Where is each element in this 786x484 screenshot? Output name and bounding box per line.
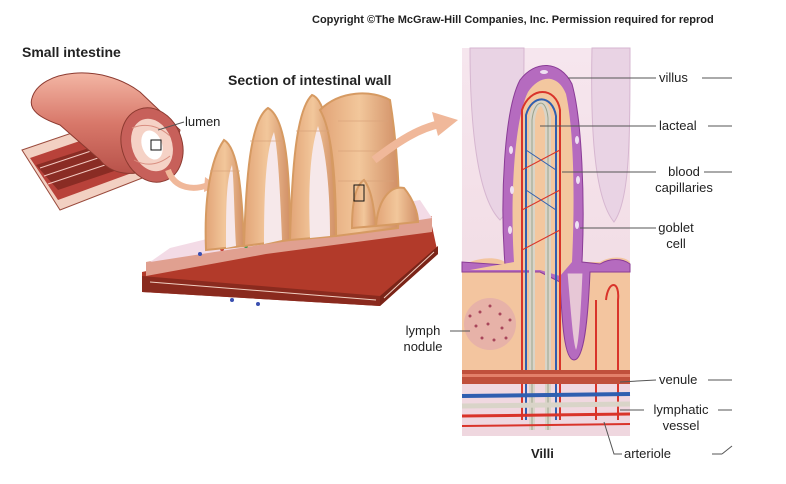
venule-label: venule [659, 372, 698, 387]
lymphatic-vessel-line2: vessel [662, 418, 700, 433]
copyright-notice: Copyright ©The McGraw-Hill Companies, In… [312, 14, 714, 26]
lumen-label: lumen [185, 114, 221, 129]
goblet-cell-label: goblet cell [654, 220, 698, 252]
lacteal-label: lacteal [659, 118, 697, 133]
lymphatic-vessel-label: lymphatic vessel [642, 402, 720, 434]
villi-title: Villi [531, 446, 554, 461]
blood-capillaries-line2: capillaries [655, 180, 713, 195]
small-intestine-title: Small intestine [22, 44, 121, 60]
goblet-cell-line1: goblet [658, 220, 694, 235]
lymphatic-vessel-line1: lymphatic [653, 402, 709, 417]
arteriole-label: arteriole [624, 446, 671, 461]
lymph-nodule-label: lymph nodule [396, 323, 450, 355]
small-intestine-illustration [21, 72, 218, 211]
villi-detail-panel [461, 47, 631, 436]
intestinal-wall-section [142, 92, 458, 306]
blood-capillaries-label: blood capillaries [648, 164, 720, 196]
leader-lines [157, 77, 733, 455]
lymph-nodule-line2: nodule [403, 339, 443, 354]
goblet-cell-line2: cell [666, 236, 686, 251]
villus-label: villus [659, 70, 688, 85]
section-title: Section of intestinal wall [228, 72, 392, 88]
blood-capillaries-line1: blood [668, 164, 700, 179]
lymph-nodule-line1: lymph [405, 323, 441, 338]
